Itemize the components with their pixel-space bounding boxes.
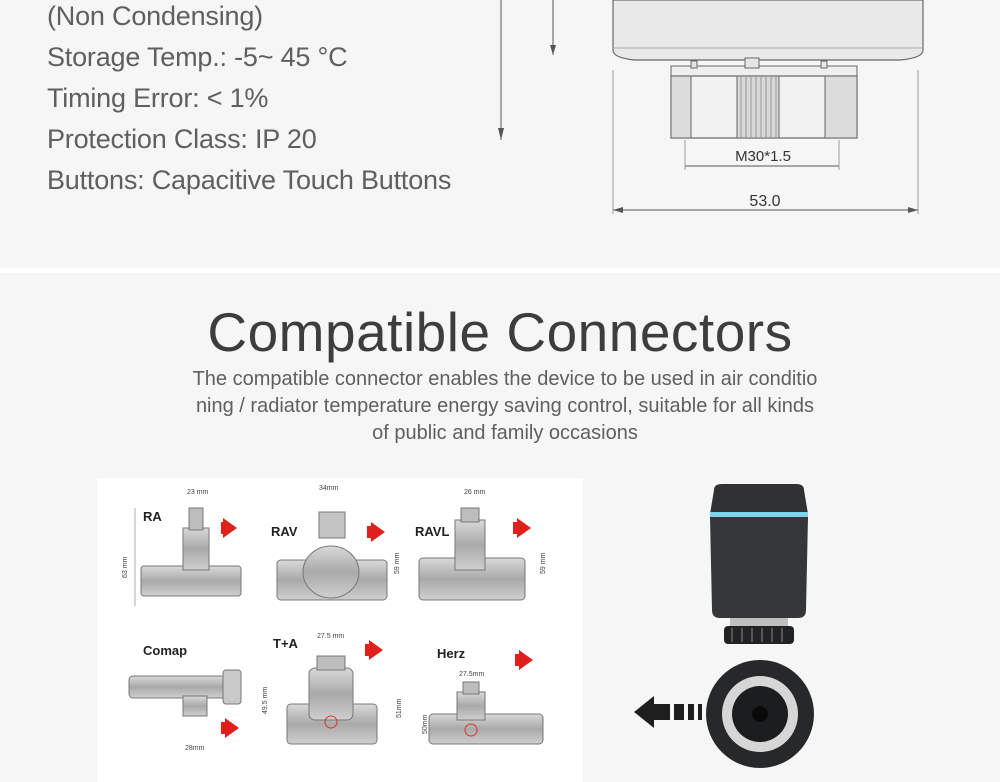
thread-dimension-label: M30*1.5	[735, 148, 791, 165]
width-dimension-label: 53.0	[749, 193, 780, 210]
valve-bottom-dimension: 28mm	[185, 745, 205, 752]
section-description: The compatible connector enables the dev…	[160, 366, 850, 447]
valve-label: RAVL	[415, 524, 449, 539]
section-title: Compatible Connectors	[207, 301, 793, 363]
valve-side-dimension: 50mm	[422, 714, 429, 734]
valve-label: RAV	[271, 524, 298, 539]
valve-side-dimension: 63 mm	[122, 556, 129, 578]
valve-side-dimension: 59 mm	[394, 552, 401, 574]
description-line: The compatible connector enables the dev…	[192, 368, 818, 390]
arrow-right-icon	[369, 640, 383, 660]
spec-condensing: (Non Condensing)	[47, 1, 263, 31]
valve-compatibility-panel: RA 23 mm 63 mm RAV 34mm 59 mm RAVL 26 mm…	[97, 478, 583, 782]
valve-label: RA	[143, 509, 162, 524]
valve-top-dimension: 34mm	[319, 485, 339, 492]
valve-label: T+A	[273, 636, 299, 651]
valve-t-plus-a: T+A 27.5 mm 51mm	[273, 633, 403, 745]
arrow-right-icon	[517, 518, 531, 538]
valve-comap: Comap 28mm 49.5 mm	[128, 643, 269, 752]
arrow-right-icon	[223, 518, 237, 538]
section-divider	[0, 268, 1000, 273]
thermostat-device-illustration	[634, 484, 814, 768]
spec-storage-temp: Storage Temp.: -5~ 45 °C	[47, 42, 348, 72]
arrow-right-icon	[225, 718, 239, 738]
valve-top-dimension: 23 mm	[187, 489, 209, 496]
arrow-right-icon	[519, 650, 533, 670]
arrow-left-icon	[634, 696, 702, 728]
dimension-drawing: M30*1.5 53.0	[498, 0, 924, 214]
valve-side-dimension: 49.5 mm	[262, 687, 269, 714]
valve-side-dimension: 59 mm	[540, 552, 547, 574]
valve-herz: Herz 27.5mm 50mm	[422, 646, 544, 745]
arrow-right-icon	[371, 522, 385, 542]
spec-protection-class: Protection Class: IP 20	[47, 124, 317, 154]
valve-top-dimension: 27.5mm	[459, 671, 484, 678]
specs-list: (Non Condensing) Storage Temp.: -5~ 45 °…	[47, 0, 451, 201]
valve-label: Herz	[437, 646, 466, 661]
valve-side-dimension: 51mm	[396, 698, 403, 718]
description-line: ning / radiator temperature energy savin…	[195, 395, 815, 417]
valve-top-dimension: 27.5 mm	[317, 633, 344, 640]
spec-timing-error: Timing Error: < 1%	[47, 83, 269, 113]
valve-ra: RA 23 mm 63 mm	[122, 489, 242, 606]
description-line: of public and family occasions	[372, 422, 638, 444]
valve-label: Comap	[143, 643, 187, 658]
valve-ravl: RAVL 26 mm 59 mm	[415, 489, 547, 601]
valve-rav: RAV 34mm 59 mm	[271, 485, 401, 601]
led-ring	[710, 512, 808, 517]
spec-buttons: Buttons: Capacitive Touch Buttons	[47, 165, 452, 195]
valve-top-dimension: 26 mm	[464, 489, 486, 496]
